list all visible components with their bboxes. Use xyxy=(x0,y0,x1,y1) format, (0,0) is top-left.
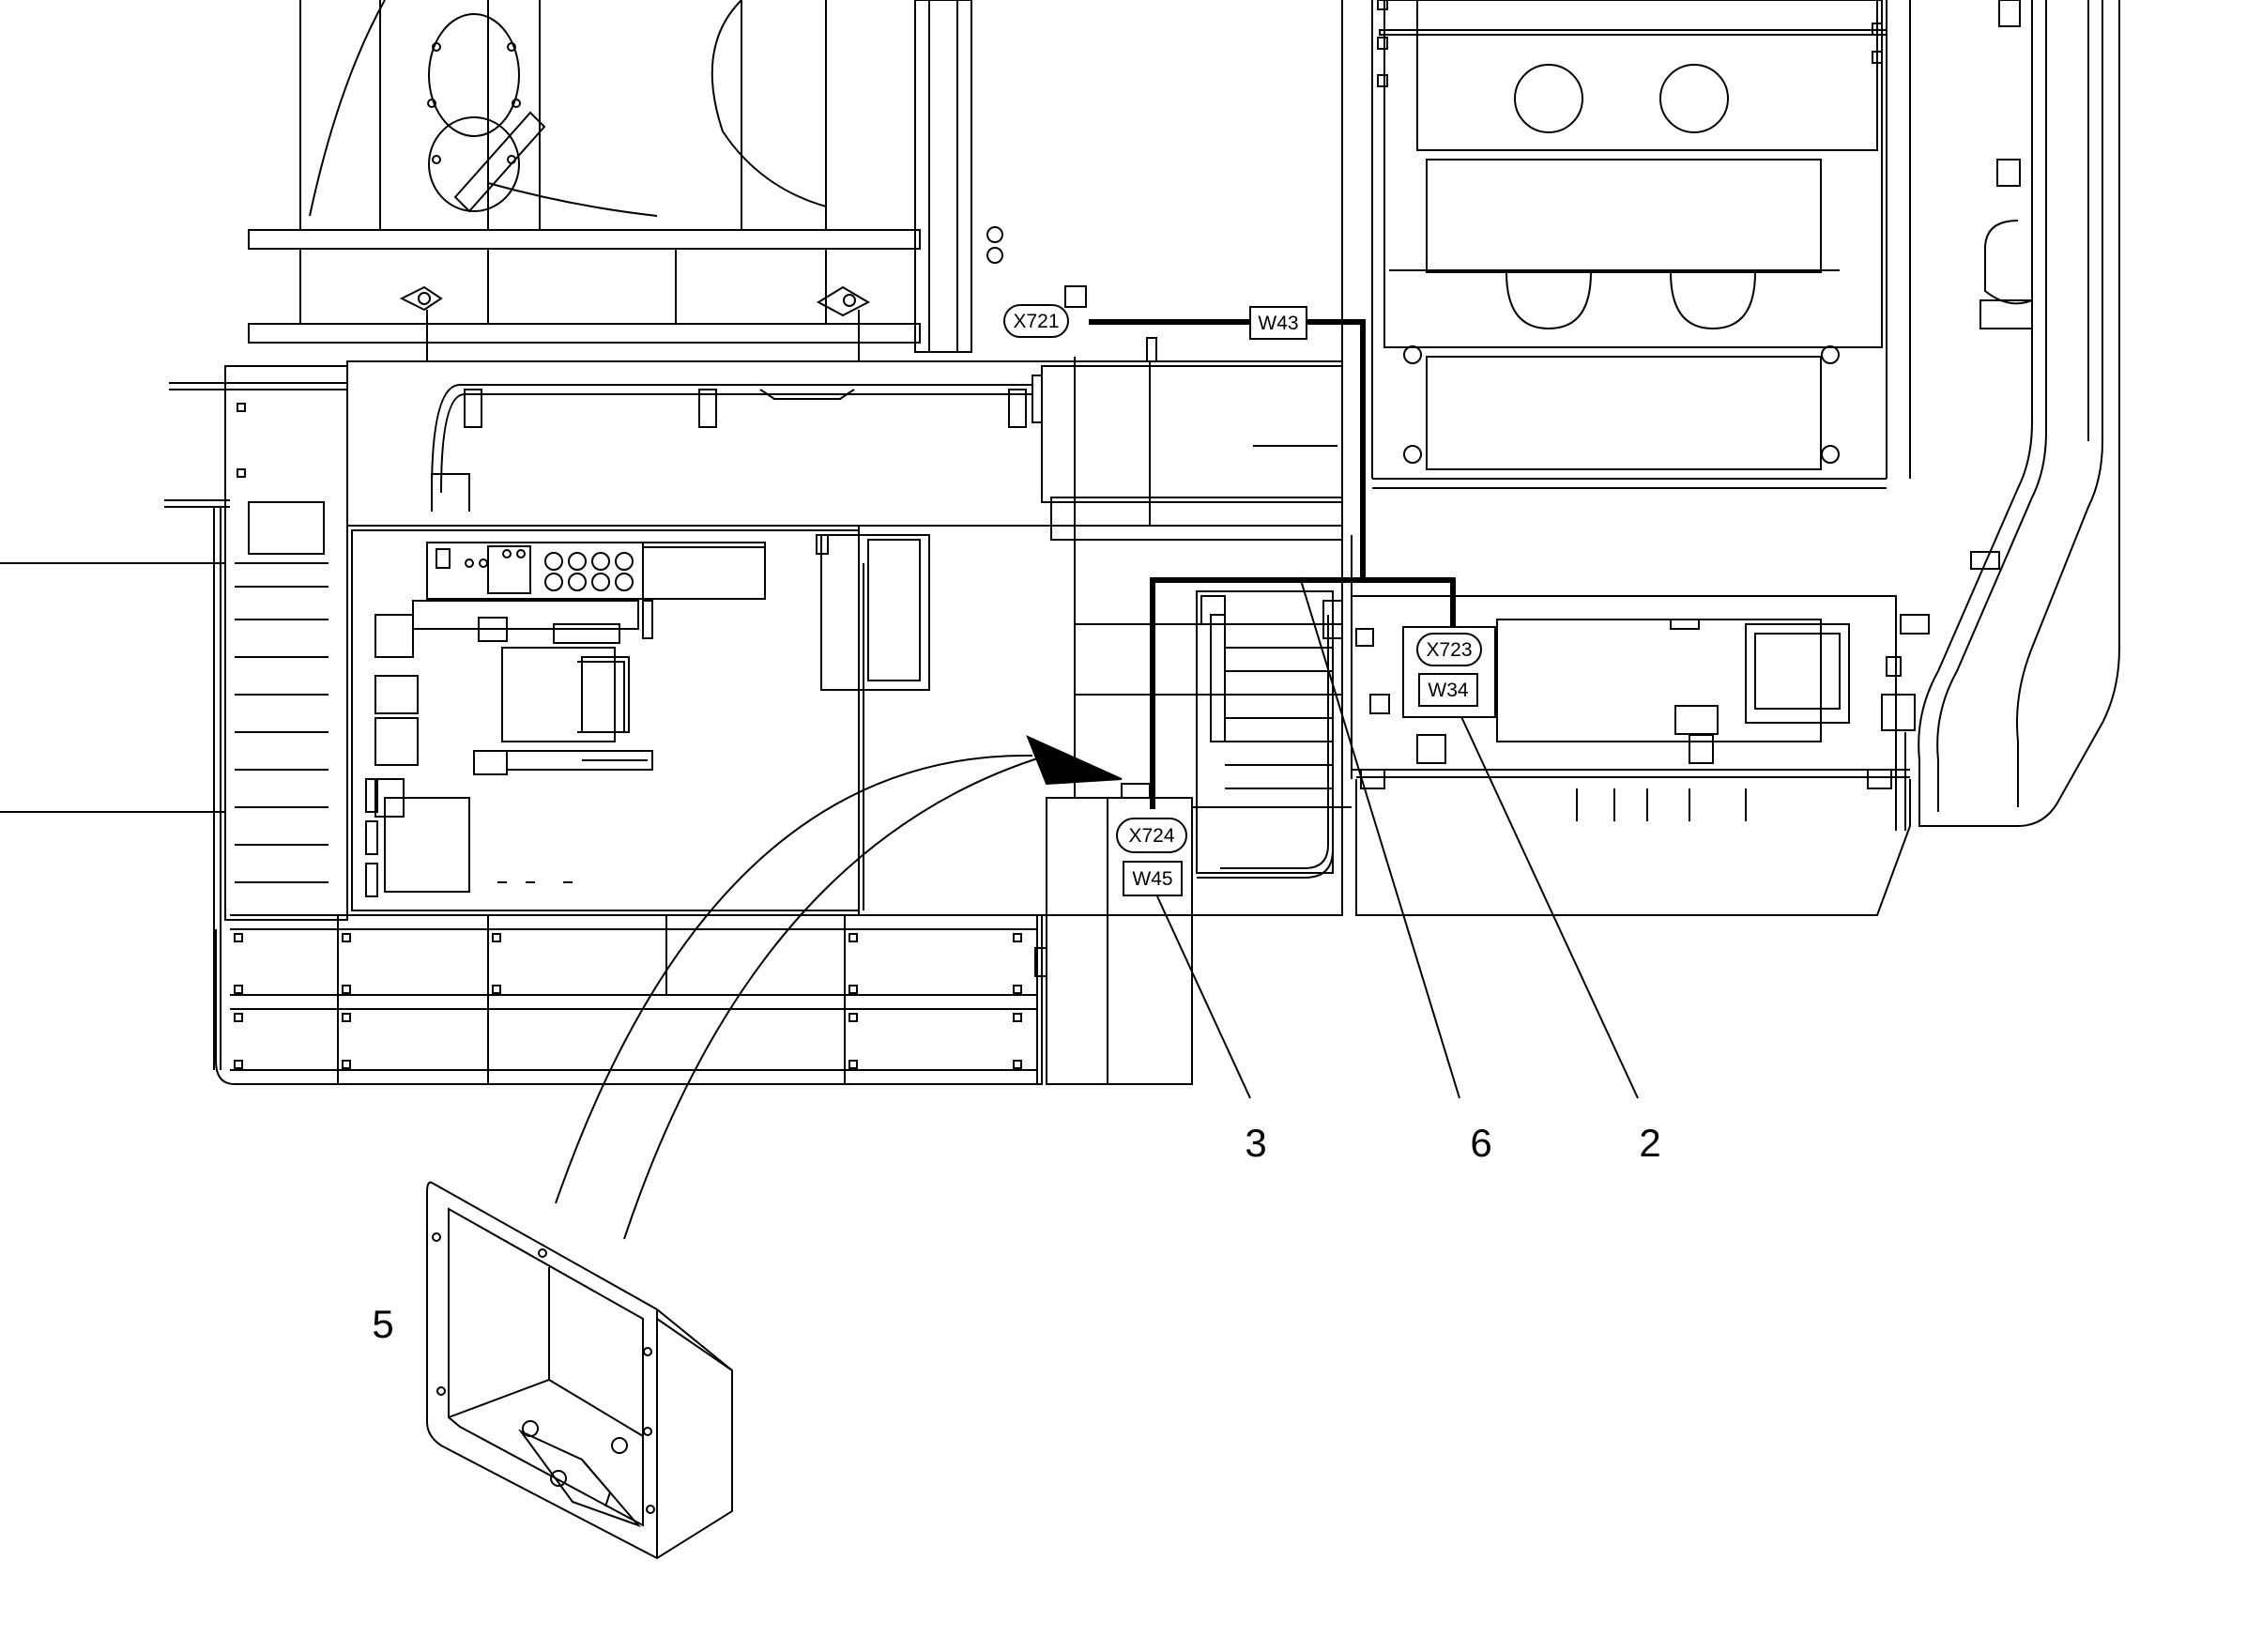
right-side-frame xyxy=(1881,0,2120,831)
upper-frame-structure xyxy=(248,0,1087,361)
callout-6: 6 xyxy=(1470,1121,1491,1165)
connector-x721: X721 xyxy=(1003,304,1069,338)
connector-x721-label: X721 xyxy=(1013,311,1059,332)
detail-enclosure xyxy=(426,735,1123,1560)
connector-x724: X724 xyxy=(1116,818,1187,853)
battery-box-area xyxy=(1046,535,1911,1085)
callout-3: 3 xyxy=(1245,1121,1266,1165)
engine-compartment xyxy=(1341,0,1911,582)
harness-w34-label: W34 xyxy=(1428,680,1469,701)
connector-bracket xyxy=(1146,337,1157,526)
harness-w45-label: W45 xyxy=(1132,868,1172,890)
harness-w43: W43 xyxy=(1249,306,1307,340)
callout-5: 5 xyxy=(372,1302,393,1346)
lower-deck xyxy=(215,914,1047,1085)
leader-lines xyxy=(1156,576,1639,1099)
harness-w45: W45 xyxy=(1123,861,1183,896)
harness-routing xyxy=(1089,319,1456,809)
callout-2: 2 xyxy=(1639,1121,1660,1165)
harness-w34: W34 xyxy=(1418,673,1478,707)
harness-w43-label: W43 xyxy=(1258,313,1298,334)
connector-x724-label: X724 xyxy=(1128,825,1174,847)
connector-x723-label: X723 xyxy=(1426,639,1472,661)
